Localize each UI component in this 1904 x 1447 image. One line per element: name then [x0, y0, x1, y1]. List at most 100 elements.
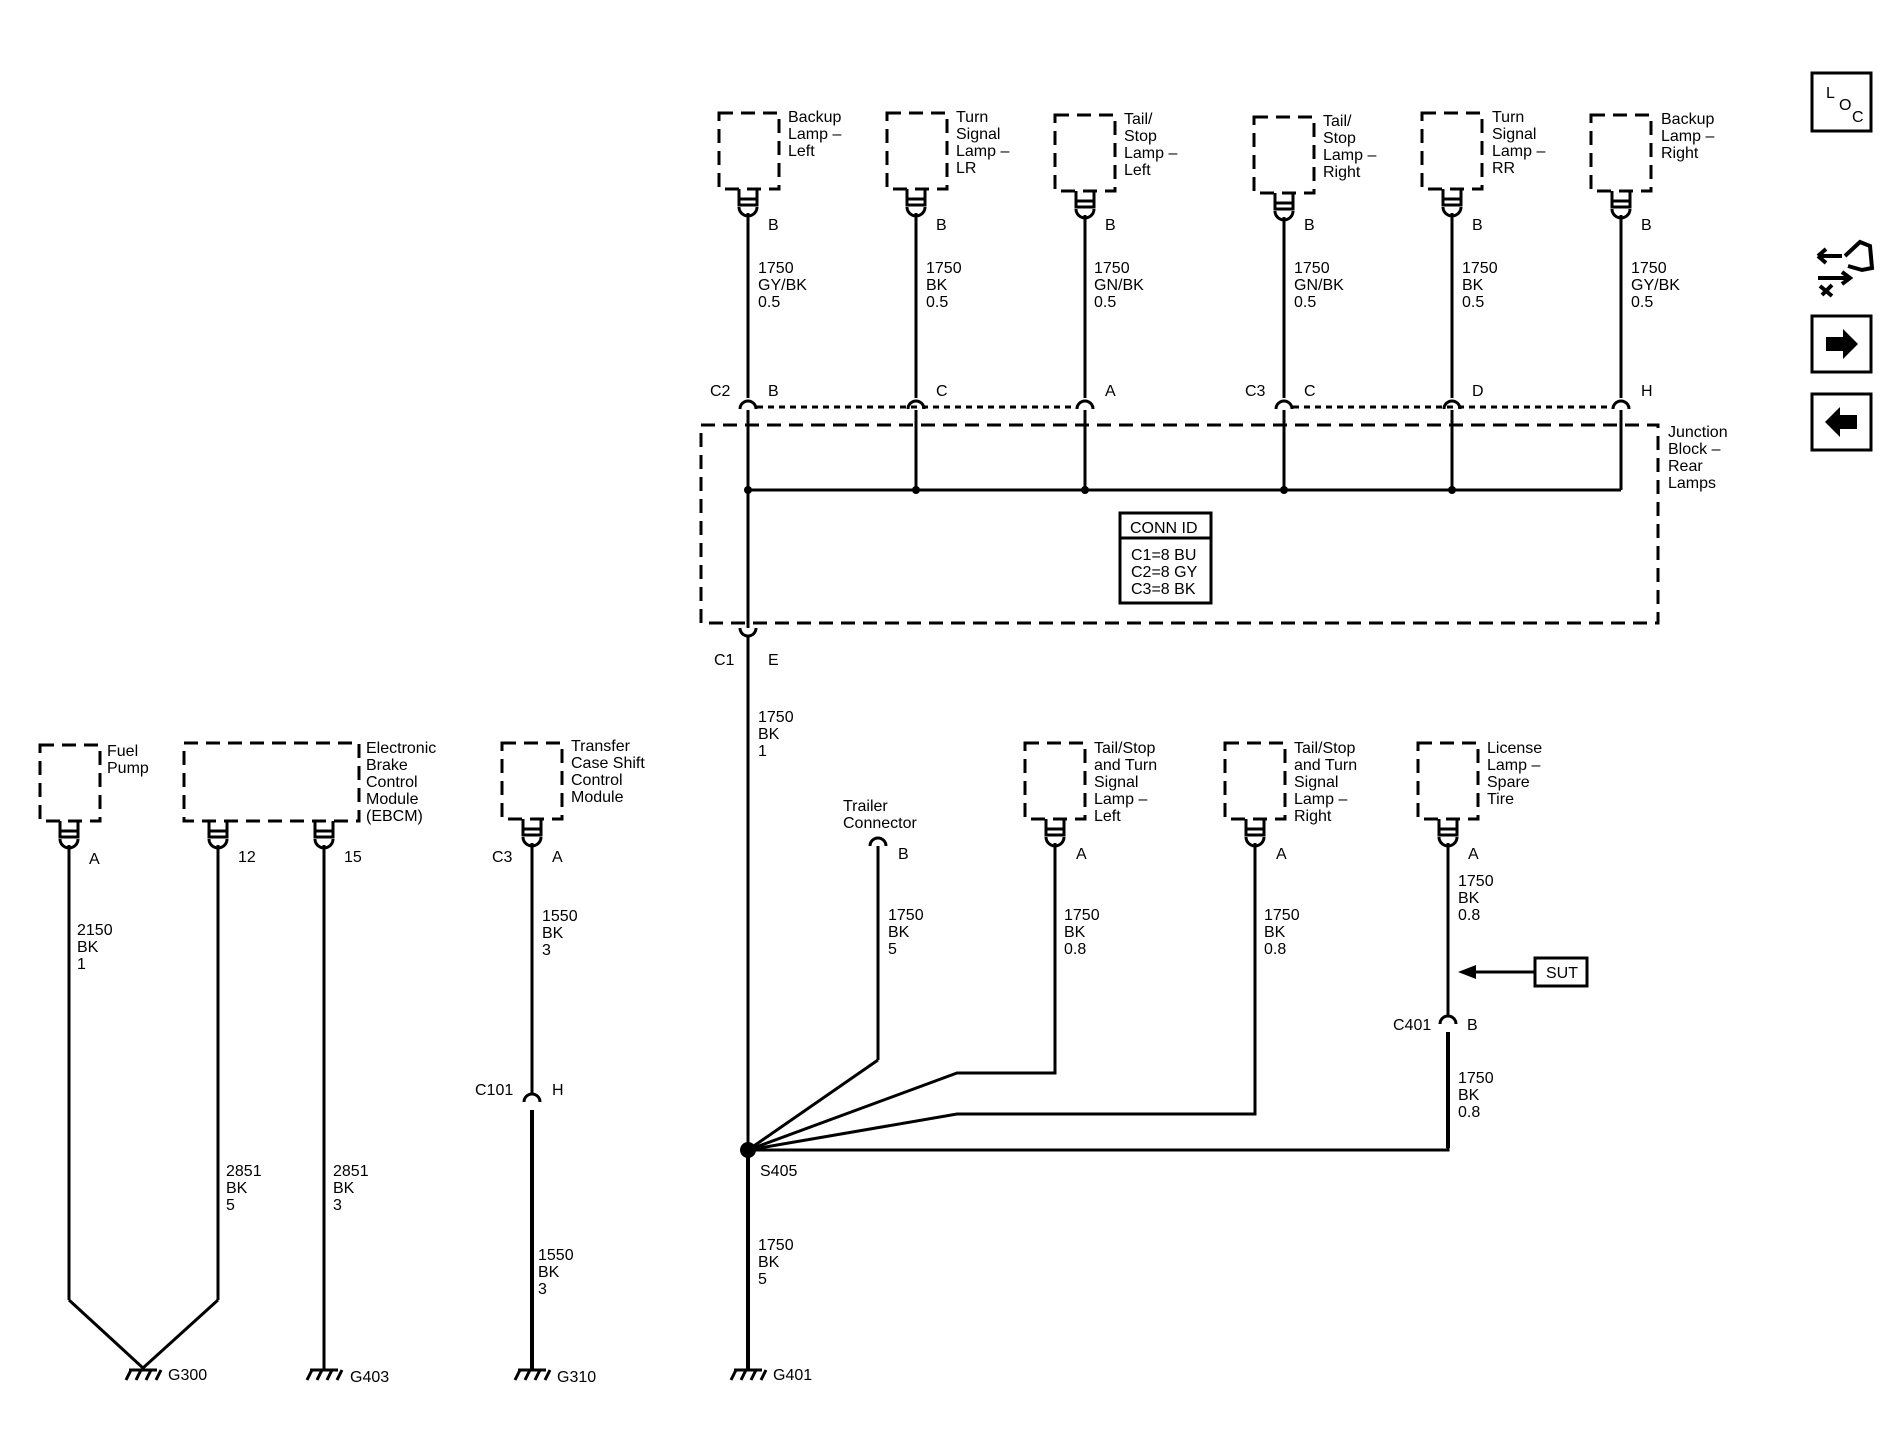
pin-label: A [89, 851, 100, 868]
pin-label: B [1472, 217, 1483, 234]
wire-label: 2851 BK 5 [226, 1163, 266, 1214]
sut-label: SUT [1546, 965, 1578, 982]
conn-id-line: C2=8 GY [1131, 564, 1198, 581]
loc-letter-o: O [1839, 97, 1851, 114]
wire-label: 1750 GN/BK 0.5 [1094, 260, 1148, 311]
wire-label: 1750 BK 0.5 [926, 260, 966, 311]
pin-label: B [1105, 217, 1116, 234]
pin-label: B [1467, 1017, 1478, 1034]
pin-label: B [768, 217, 779, 234]
previous-page-arrow-icon [1825, 407, 1857, 437]
wire-label: 1750 BK 5 [758, 1237, 798, 1288]
wire-label: 1750 BK 0.8 [1458, 1070, 1498, 1121]
left-ground-wiring: G300 G403 [67, 845, 389, 1386]
pin-label: B [1304, 217, 1315, 234]
junction-block-rear-lamps: Junction Block – Rear Lamps [699, 410, 1732, 628]
wire-label: 1550 BK 3 [538, 1247, 578, 1298]
ebcm: Electronic Brake Control Module (EBCM) 1… [182, 740, 441, 1214]
tail-stop-turn-lamp-left: Tail/Stop and Turn Signal Lamp – Left A … [1023, 740, 1162, 958]
tail-stop-lamp-right: Tail/ Stop Lamp – Right B 1750 GN/BK 0.5 [1252, 113, 1381, 311]
junction-output: C1 E 1750 BK 1 [714, 627, 798, 1150]
junction-connectors: C2 B C A C3 C D H [710, 383, 1653, 411]
license-lamp-spare-tire: License Lamp – Spare Tire A 1750 BK 0.8 … [1393, 740, 1547, 1148]
previous-page-button[interactable] [1810, 392, 1873, 452]
pin-label: 12 [238, 849, 256, 866]
connector-c1-label: C1 [714, 652, 735, 669]
connector-c101-label: C101 [475, 1082, 513, 1099]
conn-id-title: CONN ID [1130, 520, 1198, 537]
next-page-button[interactable] [1810, 314, 1873, 374]
junction-block-label: Junction Block – Rear Lamps [1668, 424, 1732, 492]
loc-letter-c: C [1852, 109, 1864, 126]
turn-signal-lamp-lr: Turn Signal Lamp – LR B 1750 BK 0.5 [885, 109, 1009, 311]
backup-lamp-left-label: Backup Lamp – Left [788, 109, 846, 160]
connector-c2-label: C2 [710, 383, 731, 400]
wire-label: 1750 BK 5 [888, 907, 928, 958]
wire-label: 2150 BK 1 [77, 922, 117, 973]
splice-s405-dot [740, 1142, 756, 1158]
turn-signal-lamp-rr: Turn Signal Lamp – RR B 1750 BK 0.5 [1420, 109, 1550, 311]
trailer-connector: Trailer Connector B 1750 BK 5 [843, 798, 928, 958]
wire-label: 1750 GY/BK 0.5 [758, 260, 811, 311]
trailer-connector-label: Trailer Connector [843, 798, 917, 832]
pin-label: C [936, 383, 948, 400]
wire-label: 1750 BK 1 [758, 709, 798, 760]
wire-label: 2851 BK 3 [333, 1163, 373, 1214]
wire-label: 1750 BK 0.8 [1458, 873, 1498, 924]
splice-s405-label: S405 [760, 1163, 797, 1180]
pin-label: H [552, 1082, 564, 1099]
tail-stop-turn-lamp-left-label: Tail/Stop and Turn Signal Lamp – Left [1094, 740, 1162, 825]
ground-g401-label: G401 [773, 1367, 812, 1384]
pin-label: 15 [344, 849, 362, 866]
pin-label: B [898, 846, 909, 863]
sut-callout: SUT [1458, 956, 1589, 988]
ebcm-label: Electronic Brake Control Module (EBCM) [366, 740, 441, 825]
top-wires [746, 213, 1623, 398]
backup-lamp-left: Backup Lamp – Left B 1750 GY/BK 0.5 [717, 109, 846, 311]
fuel-pump: Fuel Pump A 2150 BK 1 [38, 743, 149, 973]
splice-wiring: S405 1750 BK 5 G401 [729, 843, 1450, 1384]
component-locator-button[interactable]: L O C [1810, 71, 1873, 133]
pin-label: D [1472, 383, 1484, 400]
ground-g300-label: G300 [168, 1367, 207, 1384]
ground-g403-label: G403 [350, 1369, 389, 1386]
conn-id-table: CONN ID C1=8 BU C2=8 GY C3=8 BK [1118, 511, 1213, 605]
turn-signal-lamp-rr-label: Turn Signal Lamp – RR [1492, 109, 1550, 177]
tail-stop-lamp-right-label: Tail/ Stop Lamp – Right [1323, 113, 1381, 181]
wire-label: 1550 BK 3 [542, 908, 582, 959]
pin-label: B [768, 383, 779, 400]
wire-label: 1750 BK 0.5 [1462, 260, 1502, 311]
connector-c3-label: C3 [492, 849, 513, 866]
wire-label: 1750 GN/BK 0.5 [1294, 260, 1348, 311]
pin-label: A [1105, 383, 1116, 400]
fuel-pump-label: Fuel Pump [107, 743, 149, 777]
wire-label: 1750 BK 0.8 [1264, 907, 1304, 958]
backup-lamp-right: Backup Lamp – Right B 1750 GY/BK 0.5 [1589, 111, 1719, 311]
conn-id-line: C1=8 BU [1131, 547, 1196, 564]
pin-label: H [1641, 383, 1653, 400]
ground-g310-label: G310 [557, 1369, 596, 1386]
pin-label: A [1076, 846, 1087, 863]
transfer-case-shift-control-module: Transfer Case Shift Control Module C3 A … [475, 738, 649, 1386]
pin-label: A [1468, 846, 1479, 863]
tail-stop-turn-lamp-right-label: Tail/Stop and Turn Signal Lamp – Right [1294, 740, 1362, 825]
pin-label: B [936, 217, 947, 234]
wire-label: 1750 GY/BK 0.5 [1631, 260, 1684, 311]
diagnostic-tools-icon[interactable] [1816, 239, 1875, 298]
tail-stop-lamp-left-label: Tail/ Stop Lamp – Left [1124, 111, 1182, 179]
backup-lamp-right-label: Backup Lamp – Right [1661, 111, 1719, 162]
license-lamp-label: License Lamp – Spare Tire [1487, 740, 1547, 808]
wire-label: 1750 BK 0.8 [1064, 907, 1104, 958]
next-page-arrow-icon [1826, 329, 1858, 359]
tail-stop-turn-lamp-right: Tail/Stop and Turn Signal Lamp – Right A… [1223, 740, 1362, 958]
pin-label: A [1276, 846, 1287, 863]
tail-stop-lamp-left: Tail/ Stop Lamp – Left B 1750 GN/BK 0.5 [1053, 111, 1182, 311]
conn-id-line: C3=8 BK [1131, 581, 1196, 598]
pin-label: C [1304, 383, 1316, 400]
pin-label: E [768, 652, 779, 669]
connector-c401-label: C401 [1393, 1017, 1431, 1034]
connector-c3-label: C3 [1245, 383, 1266, 400]
pin-label: B [1641, 217, 1652, 234]
tcscm-label: Transfer Case Shift Control Module [571, 738, 649, 806]
